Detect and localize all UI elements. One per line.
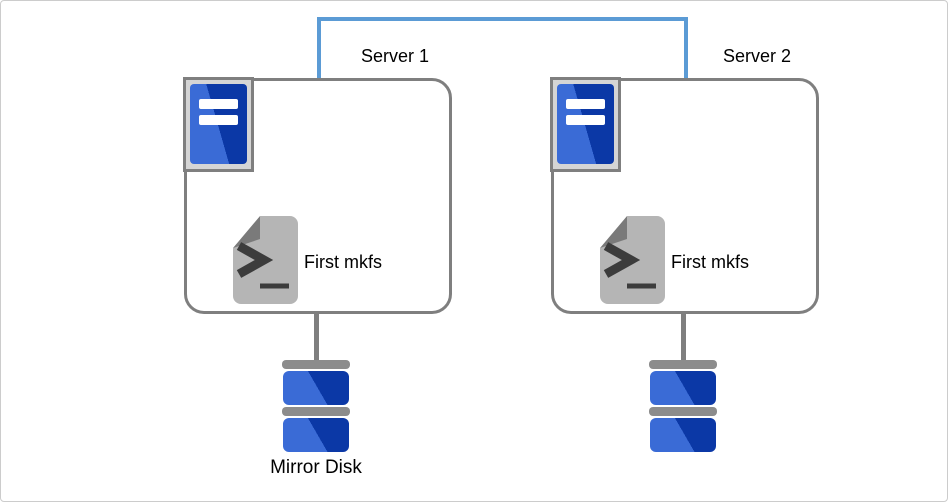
server1-label: Server 1 [360, 46, 430, 66]
disk-cap [649, 360, 717, 369]
disk-cap [649, 407, 717, 416]
server-icon-frame [183, 77, 254, 172]
server2-group: First mkfs [550, 77, 819, 458]
server-tower-icon [557, 84, 614, 164]
mirror-disk-icon [282, 360, 350, 452]
disk-cap [282, 407, 350, 416]
prompt-glyph-icon [603, 242, 656, 289]
mirror-disk-label [608, 456, 758, 480]
server-tower-icon [190, 84, 247, 164]
disk-platter [650, 418, 716, 452]
disk-platter [283, 418, 349, 452]
server-drive-slot [199, 99, 238, 109]
disk-platter [283, 371, 349, 405]
mirror-disk-label: Mirror Disk [270, 457, 362, 478]
server2-label: Server 2 [722, 46, 792, 66]
server1-disk-connector [314, 312, 319, 362]
server-icon-frame [550, 77, 621, 172]
server2-disk-connector [681, 312, 686, 362]
server-interconnect-line [317, 17, 688, 78]
disk-platter [650, 371, 716, 405]
server-drive-slot [199, 115, 238, 125]
disk-cap [282, 360, 350, 369]
mirror-disk-icon [649, 360, 717, 452]
server2-command-label: First mkfs [671, 252, 749, 272]
prompt-glyph-icon [236, 242, 289, 289]
server-drive-slot [566, 99, 605, 109]
server1-command-label: First mkfs [304, 252, 382, 272]
server-drive-slot [566, 115, 605, 125]
server1-group: First mkfs Mirror Disk [183, 77, 452, 478]
